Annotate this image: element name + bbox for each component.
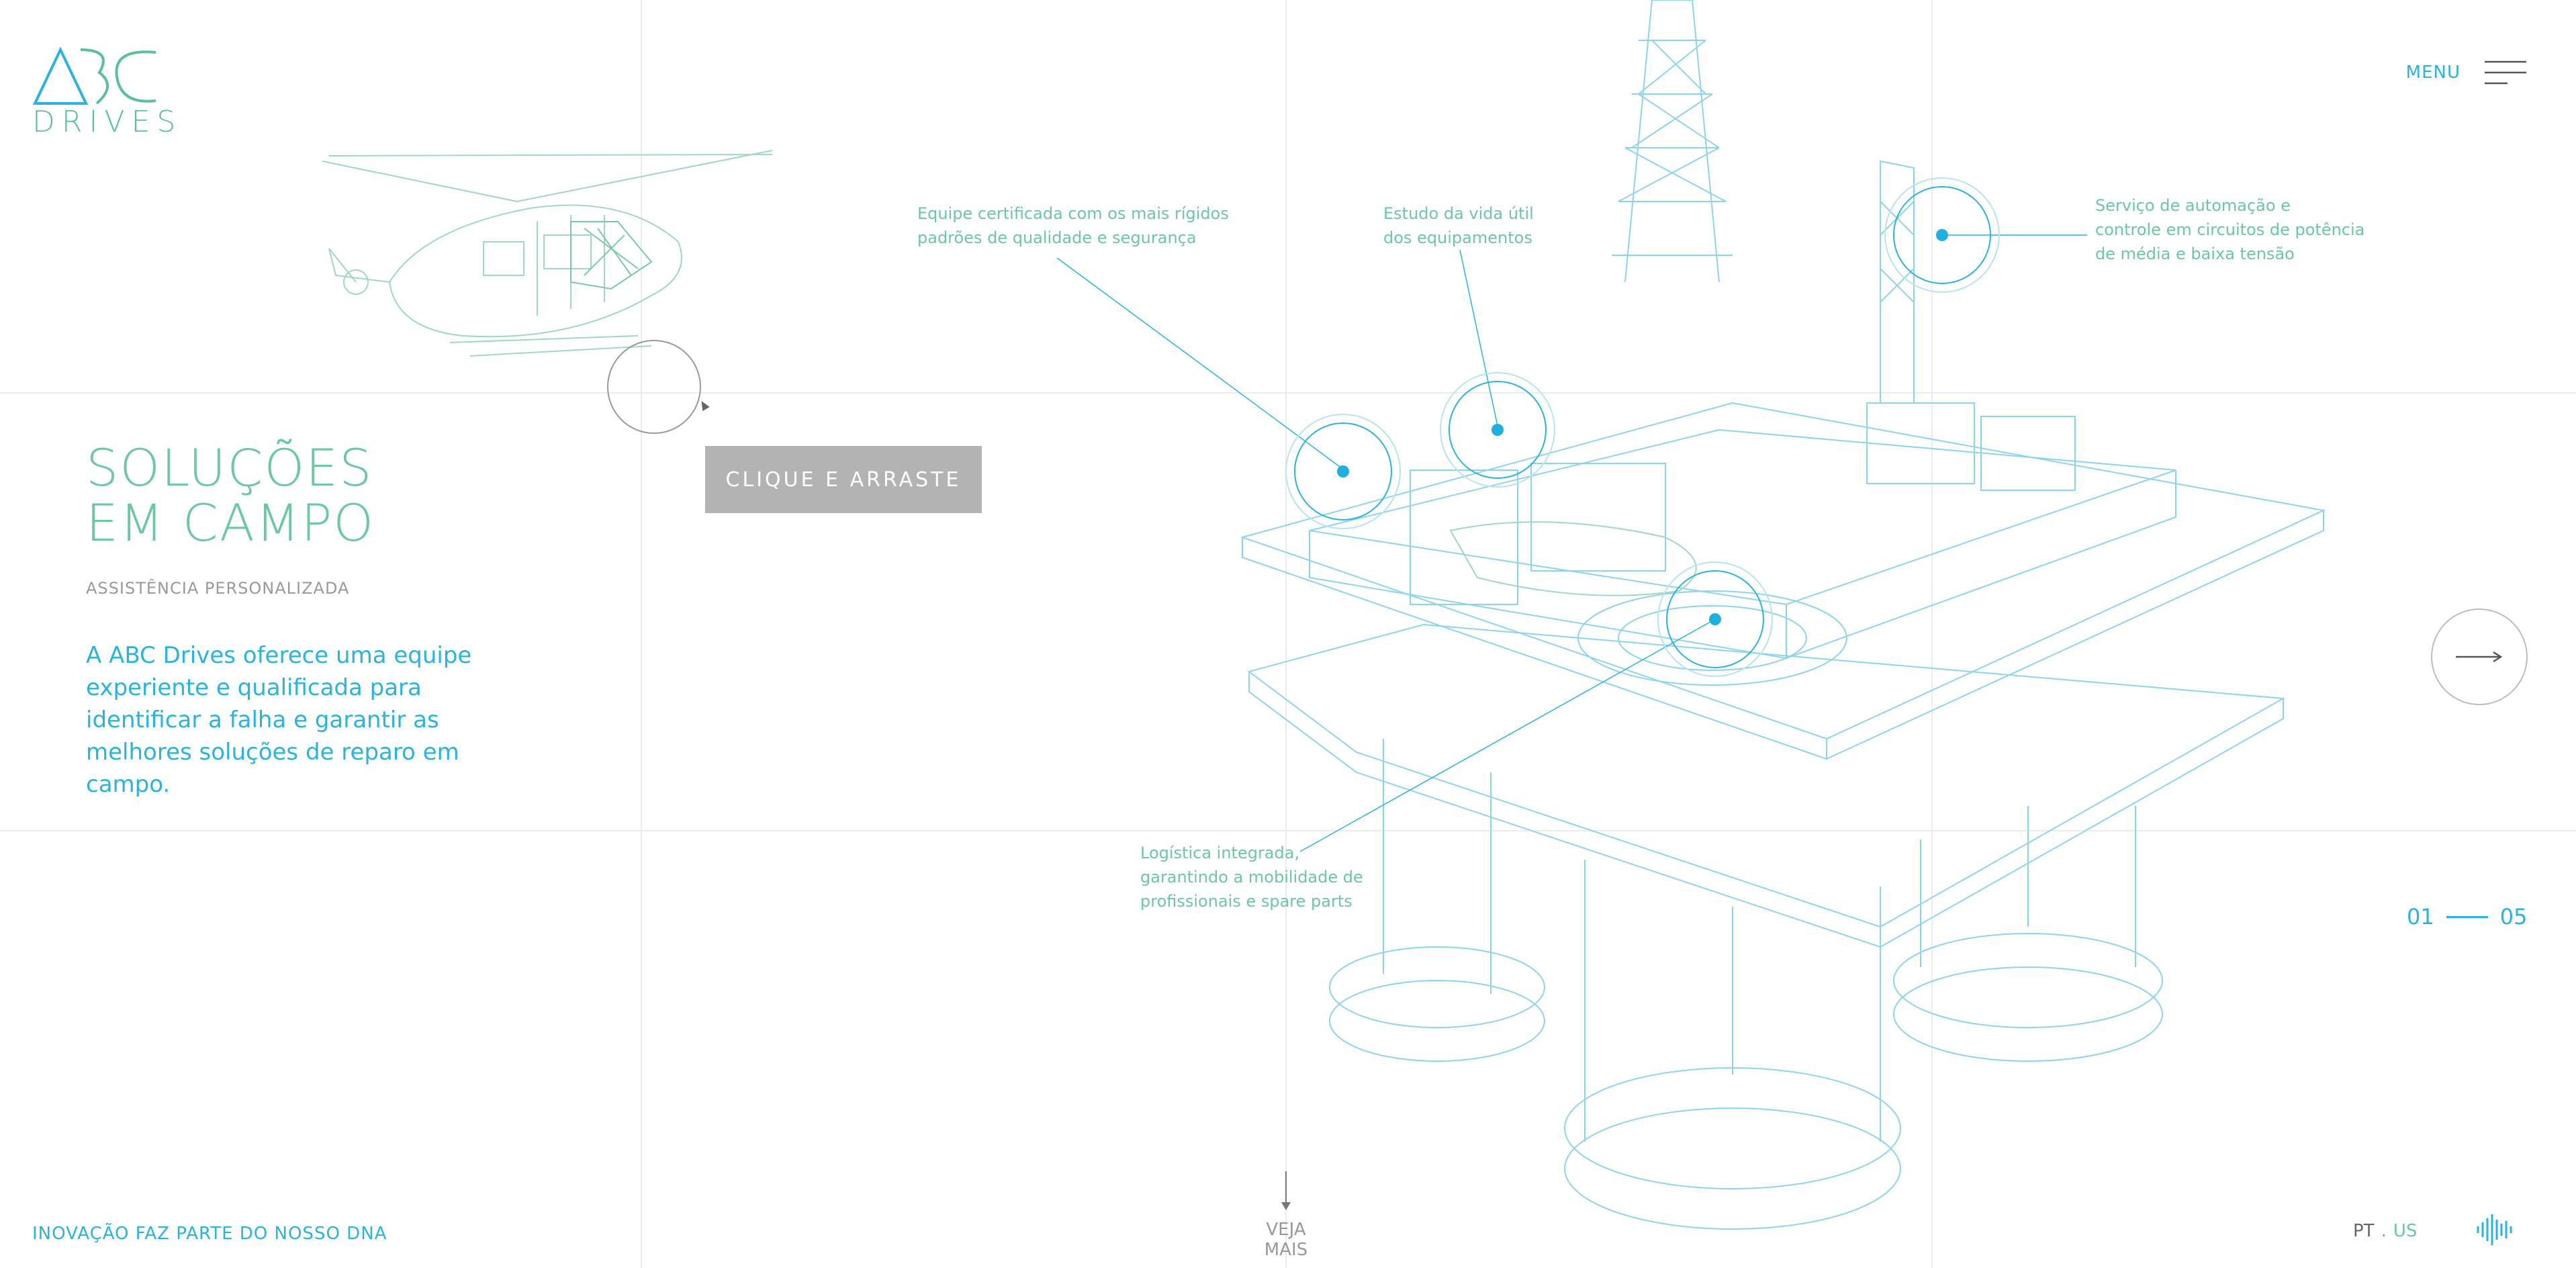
- hotspot-dot: [1936, 229, 1948, 241]
- lang-us-link[interactable]: US: [2393, 1221, 2418, 1241]
- hero-title-line1: SOLUÇÕES: [86, 438, 373, 498]
- pager-progress-line: [2446, 915, 2488, 918]
- grid-line-v2: [1285, 0, 1287, 1268]
- logo-mark-icon: [32, 46, 156, 105]
- arrow-right-icon: [2456, 651, 2503, 663]
- menu-button[interactable]: MENU: [2406, 59, 2526, 86]
- callout-quality-line1: Equipe certificada com os mais rígidos: [917, 204, 1229, 223]
- callout-automation-line2: controle em circuitos de potência: [2095, 220, 2365, 239]
- hotspot-logistics[interactable]: [1657, 561, 1773, 677]
- hotspot-dot: [1709, 613, 1721, 625]
- hero-title-line2: EM CAMPO: [86, 493, 375, 553]
- callout-lifecycle: Estudo da vida útil dos equipamentos: [1383, 201, 1534, 250]
- lang-pt-link[interactable]: PT: [2353, 1221, 2375, 1241]
- callout-automation: Serviço de automação e controle em circu…: [2095, 193, 2364, 266]
- callout-logistics-line3: profissionais e spare parts: [1140, 892, 1352, 911]
- logo-wordmark: DRIVES: [32, 105, 183, 139]
- pager-current: 01: [2407, 904, 2434, 930]
- slide-pager: 01 05: [2407, 904, 2527, 930]
- hotspot-dot: [1491, 424, 1504, 436]
- hotspot-dot: [1337, 465, 1349, 478]
- grid-line-h2: [0, 830, 2576, 831]
- language-switcher: PT . US: [2353, 1221, 2417, 1241]
- grid-line-h1: [0, 392, 2576, 394]
- callout-automation-line3: de média e baixa tensão: [2095, 244, 2295, 263]
- offshore-rig-illustration: [1240, 0, 2326, 1230]
- callout-lifecycle-line1: Estudo da vida útil: [1383, 204, 1534, 223]
- hero-subtitle: ASSISTÊNCIA PERSONALIZADA: [86, 579, 350, 598]
- drag-handle[interactable]: [607, 340, 701, 434]
- menu-icon: [2485, 60, 2526, 85]
- see-more-label: VEJA MAIS: [1264, 1220, 1308, 1260]
- callout-logistics-line2: garantindo a mobilidade de: [1140, 868, 1363, 887]
- callout-quality: Equipe certificada com os mais rígidos p…: [917, 201, 1229, 250]
- hero-description: A ABC Drives oferece uma equipe experien…: [86, 642, 472, 798]
- callout-lifecycle-line2: dos equipamentos: [1383, 228, 1532, 247]
- helicopter-illustration: [322, 150, 773, 357]
- callout-automation-line1: Serviço de automação e: [2095, 196, 2291, 215]
- hotspot-lifecycle[interactable]: [1440, 372, 1555, 488]
- grid-line-v3: [1931, 0, 1933, 1268]
- footer-tagline: INOVAÇÃO FAZ PARTE DO NOSSO DNA: [32, 1224, 387, 1244]
- lang-separator: .: [2381, 1221, 2387, 1241]
- sound-wave-icon: [2477, 1214, 2512, 1245]
- grid-line-v1: [641, 0, 642, 1268]
- see-more-button[interactable]: VEJA MAIS: [1242, 1171, 1330, 1260]
- arrow-down-icon: [1281, 1171, 1291, 1210]
- callout-logistics: Logística integrada, garantindo a mobili…: [1140, 841, 1363, 913]
- hero-title: SOLUÇÕES EM CAMPO: [86, 441, 489, 551]
- hotspot-automation[interactable]: [1884, 177, 2000, 293]
- drag-hint-button[interactable]: CLIQUE E ARRASTE: [705, 446, 982, 513]
- callout-quality-line2: padrões de qualidade e segurança: [917, 228, 1197, 247]
- next-slide-button[interactable]: [2431, 608, 2528, 705]
- pager-total: 05: [2499, 904, 2528, 930]
- callout-logistics-line1: Logística integrada,: [1140, 844, 1300, 862]
- sound-toggle[interactable]: [2475, 1213, 2514, 1249]
- hotspot-quality[interactable]: [1285, 414, 1401, 529]
- brand-logo[interactable]: DRIVES: [32, 46, 175, 139]
- menu-label: MENU: [2405, 62, 2460, 83]
